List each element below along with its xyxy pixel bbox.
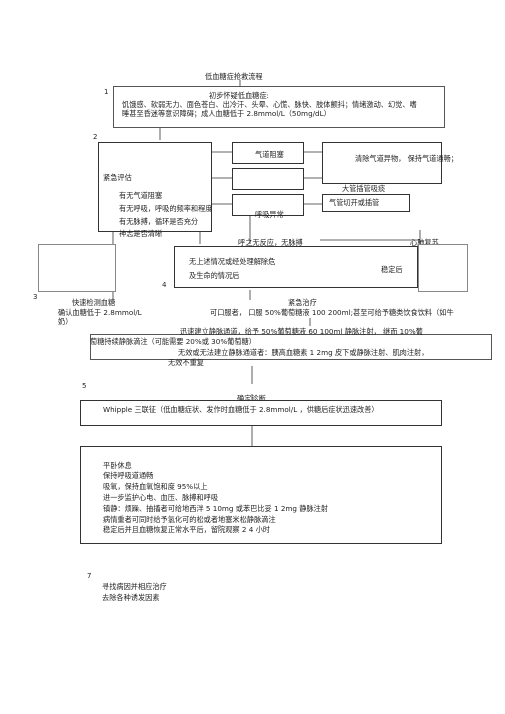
assessment-airway: 有无气道阻塞 [119,191,163,200]
step-number-3: 3 [33,293,38,301]
care-airway: 保持呼吸道通畅 [103,471,154,480]
initial-suspicion-box: 初步怀疑低血糖症: 饥饿感、软弱无力、面色苍白、出冷汗、头晕、心慌、脉快、肢体颤… [113,86,445,128]
remove-triggers: 去除各种诱发因素 [102,593,160,602]
care-oxygen: 吸氧，保持血氧饱和度 95%以上 [103,482,208,491]
tracheotomy-box: 气管切开或插管 [322,194,410,212]
iv-glucose-box [90,334,492,360]
step-number-1: 1 [104,88,109,96]
emergency-assessment-box: 紧急评估 有无气道阻塞 有无呼吸，呼吸的频率和程度 有无脉搏，循环是否充分 神志… [98,142,213,238]
find-cause: 寻找病因并相应治疗 [102,582,167,591]
breathing-abnormal-label: 呼吸异常 [255,210,284,219]
care-sedation: 镇静：烦躁、抽搐者可给地西泮 5 10mg 或苯巴比妥 1 2mg 静脉注射 [103,504,329,513]
suspicion-heading: 初步怀疑低血糖症: [209,91,269,100]
care-monitor: 进一步监护心电、血压、脉搏和呼吸 [103,493,219,502]
glucagon-line: 无效或无法建立静脉通道者：胰高血糖素 1 2mg 皮下或静脉注射、肌肉注射， [178,348,429,357]
no-response-no-pulse: 呼之无反应，无脉搏 [238,238,303,247]
airway-obstruction-label: 气道阻塞 [255,150,284,159]
no-danger-line1: 无上述情况或经处理解除危 [189,257,276,266]
step-number-5: 5 [82,382,87,390]
no-danger-line2: 及生命的情况后 [189,271,240,280]
clear-airway-label: 清除气道异物， 保持气道通畅； [355,154,458,163]
clear-airway-box: 清除气道异物， 保持气道通畅； [322,142,458,184]
no-danger-box: 无上述情况或经处理解除危 及生命的情况后 稳定后 [174,246,418,288]
oral-glucose: 可口服者， 口服 50%葡萄糖液 100 200ml;甚至可给予糖类饮食饮料（如… [210,308,454,317]
assessment-breathing: 有无呼吸，呼吸的频率和程度 [119,204,213,213]
confirm-diagnosis-title: 确定诊断 [237,394,266,403]
emergency-treatment-title: 紧急治疗 [288,298,317,307]
iv-line1: 迅速建立静脉通道，给予 50%葡萄糖液 60 100ml 静脉注射， 继而 10… [180,327,423,336]
care-box: 平卧休息 保持呼吸道通畅 吸氧，保持血氧饱和度 95%以上 进一步监护心电、血压… [80,446,442,544]
glucose-confirm: 确认血糖低于 2.8mmol/L [58,308,142,317]
whipple-triad: Whipple 三联征（低血糖症状、发作时血糖低于 2.8mmol/L ，供糖后… [103,405,379,414]
care-observation: 稳定后并且血糖恢复正常水平后，留院观察 2 4 小时 [103,525,270,534]
left-side-box [38,244,116,292]
chart-title: 低血糖症抢救流程 [205,72,263,81]
glucagon-no-repeat: 无效不重复 [168,358,204,367]
care-rest: 平卧休息 [103,461,132,470]
intubation-suction-label: 大管插管吸痰 [342,184,386,193]
breathing-abnormal-box: 呼吸异常 [232,194,304,219]
airway-middle-box [232,168,304,190]
assessment-title: 紧急评估 [103,173,132,182]
cpr-label: 心肺复苏 [410,238,439,247]
assessment-circulation: 有无脉搏，循环是否充分 [119,217,199,226]
right-side-box [418,244,468,292]
step-number-4: 4 [162,281,167,289]
suspicion-glucose-threshold: 睡甚至昏迷等意识障碍；成人血糖低于 2.8mmol/L（50mg/dL） [122,109,331,118]
suspicion-symptoms: 饥饿感、软弱无力、面色苍白、出冷汗、头晕、心慌、脉快、肢体颤抖；情绪激动、幻觉、… [122,100,417,109]
rapid-glucose-test: 快速检测血糖 [72,298,116,307]
step-number-7: 7 [87,572,92,580]
tracheotomy-label: 气管切开或插管 [329,198,380,207]
step-number-2: 2 [93,133,98,141]
iv-line2: 萄糖持续静脉滴注（可能需要 20%或 30%葡萄糖） [90,337,256,346]
assessment-consciousness: 神志是否清晰 [119,229,163,238]
care-steroid: 病情重者可同时给予氢化可的松或者地塞米松静脉滴注 [103,515,276,524]
whipple-box: Whipple 三联征（低血糖症状、发作时血糖低于 2.8mmol/L ，供糖后… [80,400,442,426]
stable-after-label: 稳定后 [381,265,403,274]
oral-glucose-cont: 奶） [58,317,73,326]
airway-obstruction-box: 气道阻塞 [232,142,304,164]
